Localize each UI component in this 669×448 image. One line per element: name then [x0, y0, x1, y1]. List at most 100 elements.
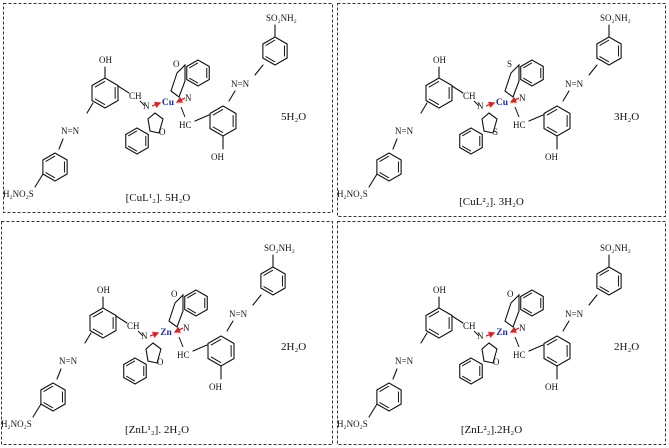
oh-label-right: OH — [211, 152, 224, 162]
sulfonamide-phenyl-ring-bottom — [42, 152, 68, 182]
hetero-atom-upper: S — [507, 59, 512, 69]
coordination-arrow-left — [151, 101, 162, 108]
aromatic-double-bond — [263, 269, 274, 276]
oh-label-right: OH — [545, 152, 558, 162]
aromatic-double-bond — [379, 385, 390, 392]
coordination-arrow-right — [173, 326, 184, 333]
salicyl-ring-right — [207, 335, 235, 367]
bond-line — [115, 315, 128, 324]
aromatic-double-bond — [127, 145, 138, 152]
structure-panel-3: SO₂NH₂N=NOHHCZnONONCHOHN=NH₂NO₂S2H₂O[ZnL… — [1, 221, 333, 445]
bond-line — [254, 64, 264, 76]
hc-label: HC — [179, 120, 192, 130]
so2nh2-label-top: SO₂NH₂ — [600, 13, 631, 23]
oh-label-right: OH — [209, 382, 222, 392]
panel-border — [3, 3, 333, 213]
bond-line — [588, 294, 598, 306]
benzo-ring-upper — [520, 59, 544, 87]
aromatic-double-bond — [210, 356, 222, 364]
aromatic-double-bond — [546, 338, 558, 346]
azo-label-left: N=N — [59, 356, 78, 366]
h2no2s-label-bottom: H₂NO₂S — [337, 189, 368, 199]
salicyl-ring-right — [543, 335, 571, 367]
hydration-water-label: 2H₂O — [281, 341, 306, 353]
hydration-water-label: 2H₂O — [614, 341, 639, 353]
azole-n-upper: N — [519, 93, 526, 103]
bond-line — [473, 100, 480, 107]
aromatic-double-bond — [599, 269, 610, 276]
aromatic-double-bond — [428, 80, 440, 88]
benzo-ring-lower — [125, 127, 149, 155]
aromatic-double-bond — [210, 338, 222, 346]
metal-center-label: Cu — [162, 98, 175, 108]
azole-ring-lower — [145, 342, 162, 364]
aromatic-double-bond — [92, 310, 104, 318]
bond-line — [226, 320, 234, 332]
complex-caption: [ZnL²₂].2H₂O — [461, 424, 522, 436]
bond-line — [368, 173, 378, 188]
benzo-ring-lower — [123, 357, 147, 385]
bond-line — [252, 294, 262, 306]
aromatic-double-bond — [461, 375, 472, 382]
hydration-water-label: 5H₂O — [281, 111, 306, 123]
aromatic-double-bond — [599, 56, 610, 63]
sulfonamide-phenyl-ring-top — [262, 36, 288, 66]
coordination-arrow-right — [509, 326, 520, 333]
azole-ring-lower — [147, 112, 164, 134]
azo-label-right: N=N — [229, 309, 248, 319]
azo-label-left: N=N — [395, 356, 414, 366]
bond-line — [514, 336, 520, 348]
azole-ring-lower — [481, 112, 498, 134]
aromatic-double-bond — [461, 130, 472, 137]
aromatic-double-bond — [92, 328, 104, 336]
azole-n-lower: N — [477, 101, 484, 111]
metal-center-label: Cu — [496, 98, 509, 108]
aromatic-double-bond — [428, 98, 440, 106]
bond-line — [451, 315, 464, 324]
hetero-atom-upper: O — [173, 59, 180, 69]
aromatic-double-bond — [379, 402, 390, 409]
panel-border — [337, 3, 666, 217]
panel-border — [1, 221, 333, 445]
aromatic-double-bond — [43, 385, 54, 392]
h2no2s-label-bottom: H₂NO₂S — [3, 189, 34, 199]
aromatic-double-bond — [379, 155, 390, 162]
azole-ring-upper — [168, 293, 184, 328]
oh-label-left: OH — [433, 285, 446, 295]
coordination-arrow-left — [485, 101, 496, 108]
azole-n-lower: N — [143, 101, 150, 111]
salicyl-ring-left — [91, 77, 119, 109]
bond-line — [392, 368, 398, 380]
bond-line — [228, 90, 236, 102]
aromatic-double-bond — [522, 292, 533, 299]
aromatic-double-bond — [45, 172, 56, 179]
bond-line — [34, 173, 44, 188]
hc-label: HC — [513, 350, 526, 360]
hetero-atom-lower: O — [159, 127, 166, 137]
bond-line — [420, 102, 428, 114]
azo-label-right: N=N — [565, 79, 584, 89]
aromatic-double-bond — [546, 356, 558, 364]
bond-line — [86, 102, 94, 114]
oh-label-left: OH — [99, 55, 112, 65]
so2nh2-label-top: SO₂NH₂ — [266, 13, 297, 23]
bond-line — [368, 403, 378, 418]
bond-line — [180, 106, 186, 118]
panel-border — [337, 221, 666, 445]
azole-n-upper: N — [185, 93, 192, 103]
bond-line — [137, 330, 144, 337]
bond-line — [117, 85, 130, 94]
bond-line — [514, 106, 520, 118]
salicyl-ring-left — [425, 77, 453, 109]
aromatic-double-bond — [428, 328, 440, 336]
aromatic-double-bond — [263, 286, 274, 293]
aromatic-double-bond — [186, 292, 197, 299]
ch-label: CH — [127, 321, 140, 331]
ch-label: CH — [463, 91, 476, 101]
aromatic-double-bond — [428, 310, 440, 318]
bond-line — [562, 320, 570, 332]
hetero-atom-upper: O — [171, 289, 178, 299]
sulfonamide-phenyl-ring-bottom — [40, 382, 66, 412]
aromatic-double-bond — [522, 77, 533, 84]
aromatic-double-bond — [461, 360, 472, 367]
